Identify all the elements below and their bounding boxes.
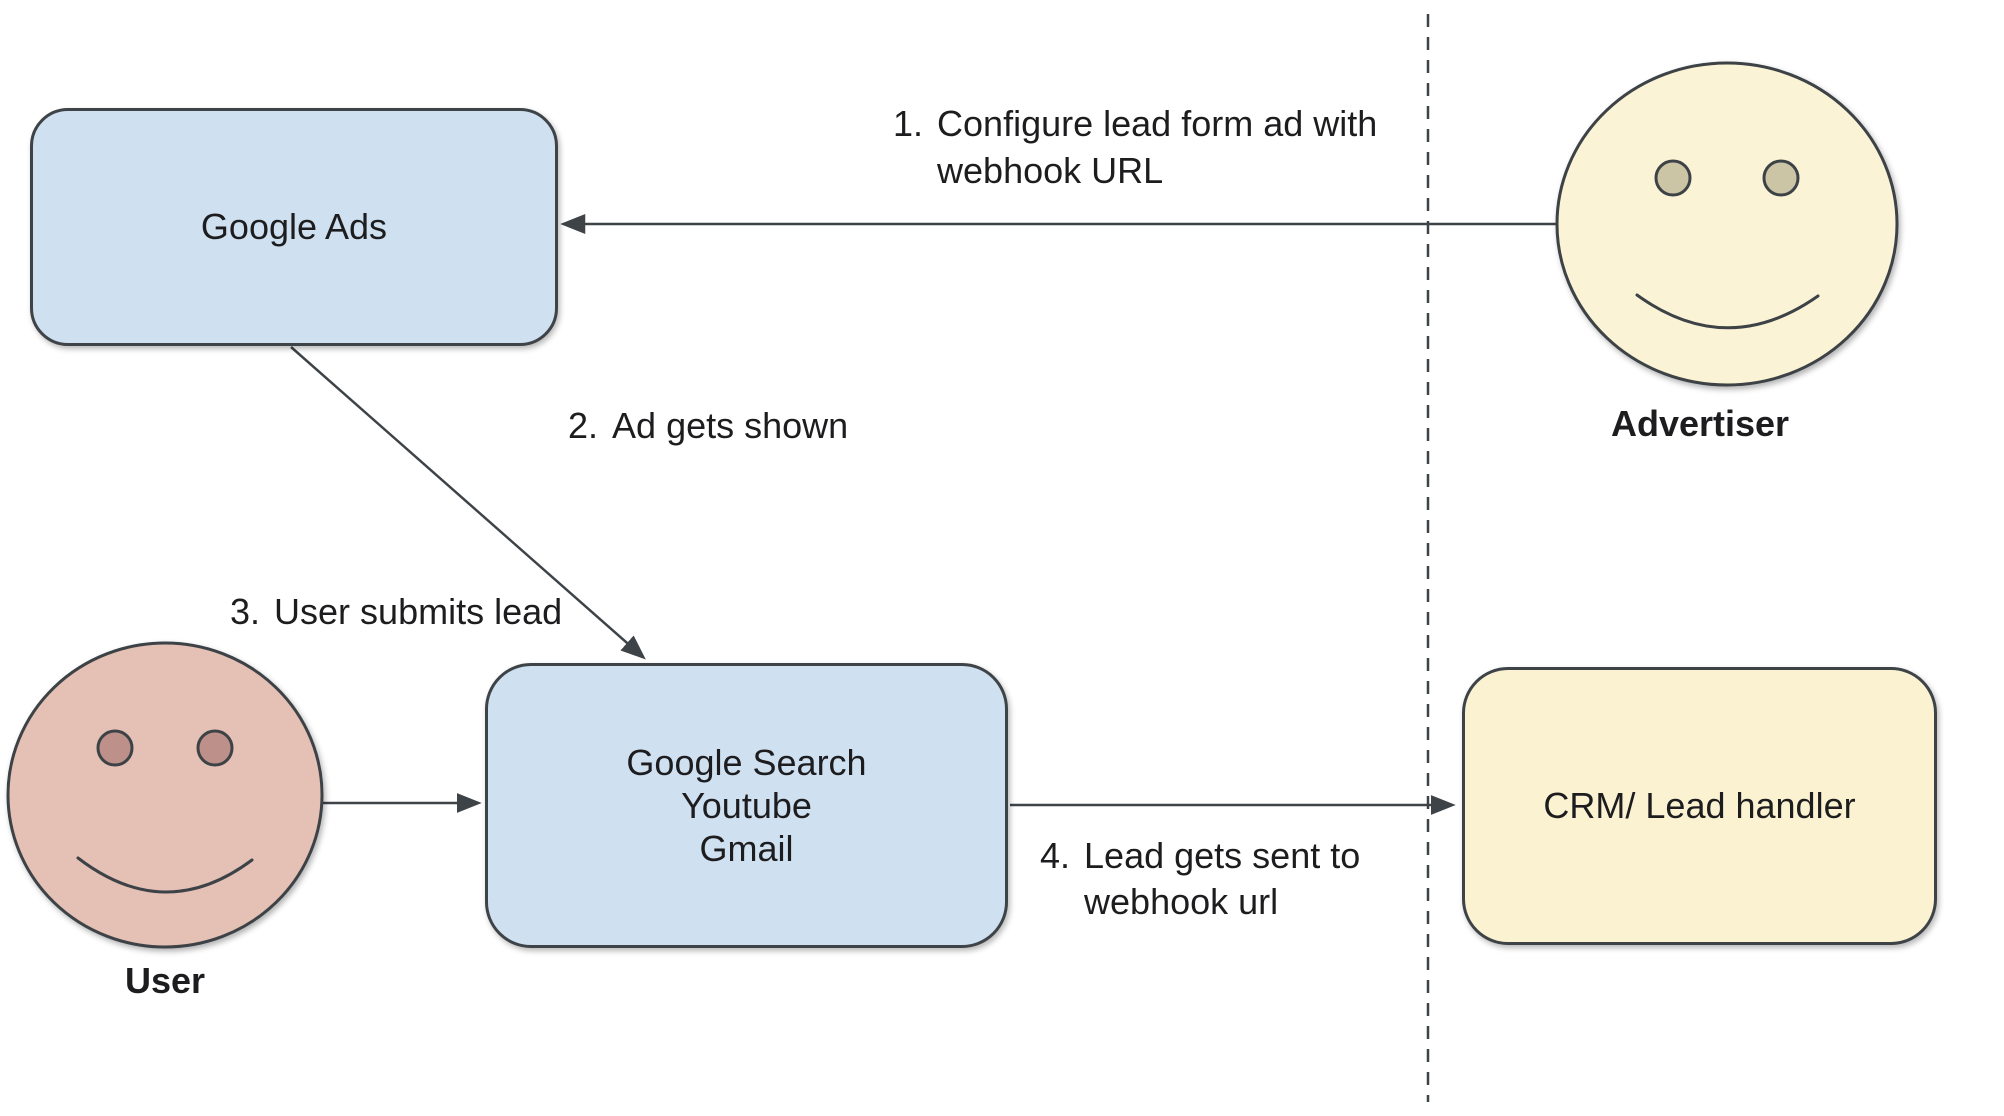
node-google-ads: Google Ads (30, 108, 558, 346)
step-2-number: 2. (568, 405, 599, 446)
step-1-number: 1. (893, 103, 924, 144)
node-crm-label: CRM/ Lead handler (1543, 785, 1856, 826)
step-2-label: 2. Ad gets shown (568, 402, 848, 449)
advertiser-left-eye-icon (1654, 159, 1692, 197)
user-face-icon (6, 641, 324, 949)
step-3-number: 3. (230, 591, 261, 632)
advertiser-smile-icon (1635, 293, 1820, 330)
node-google-properties-line-1: Google Search (626, 742, 867, 783)
user-right-eye-icon (196, 729, 234, 767)
step-3-text: User submits lead (274, 591, 563, 632)
advertiser-head (1555, 61, 1899, 387)
user-head (6, 641, 324, 949)
actor-label-advertiser: Advertiser (1610, 403, 1790, 444)
step-1-text-line-2: webhook URL (937, 150, 1164, 191)
advertiser-face-icon (1555, 61, 1899, 387)
node-google-ads-label: Google Ads (200, 206, 388, 247)
advertiser-right-eye-icon (1762, 159, 1800, 197)
node-crm-lead-handler: CRM/ Lead handler (1462, 667, 1937, 945)
step-1-label: 1. Configure lead form ad with webhook U… (893, 100, 1377, 194)
node-google-properties: Google Search Youtube Gmail (485, 663, 1008, 948)
step-3-label: 3. User submits lead (230, 588, 562, 635)
node-google-properties-line-3: Gmail (699, 828, 794, 869)
user-left-eye-icon (96, 729, 134, 767)
arrow-step2-ad-gets-shown (290, 346, 646, 660)
user-smile-icon (76, 856, 254, 894)
step-4-text-line-2: webhook url (1084, 881, 1279, 922)
step-4-label: 4. Lead gets sent to webhook url (1040, 833, 1360, 925)
step-4-text-line-1: Lead gets sent to (1084, 835, 1361, 876)
step-2-text: Ad gets shown (612, 405, 849, 446)
node-google-properties-line-2: Youtube (681, 785, 812, 826)
step-4-number: 4. (1040, 835, 1071, 876)
actor-label-user: User (124, 960, 206, 1001)
step-1-text-line-1: Configure lead form ad with (937, 103, 1378, 144)
